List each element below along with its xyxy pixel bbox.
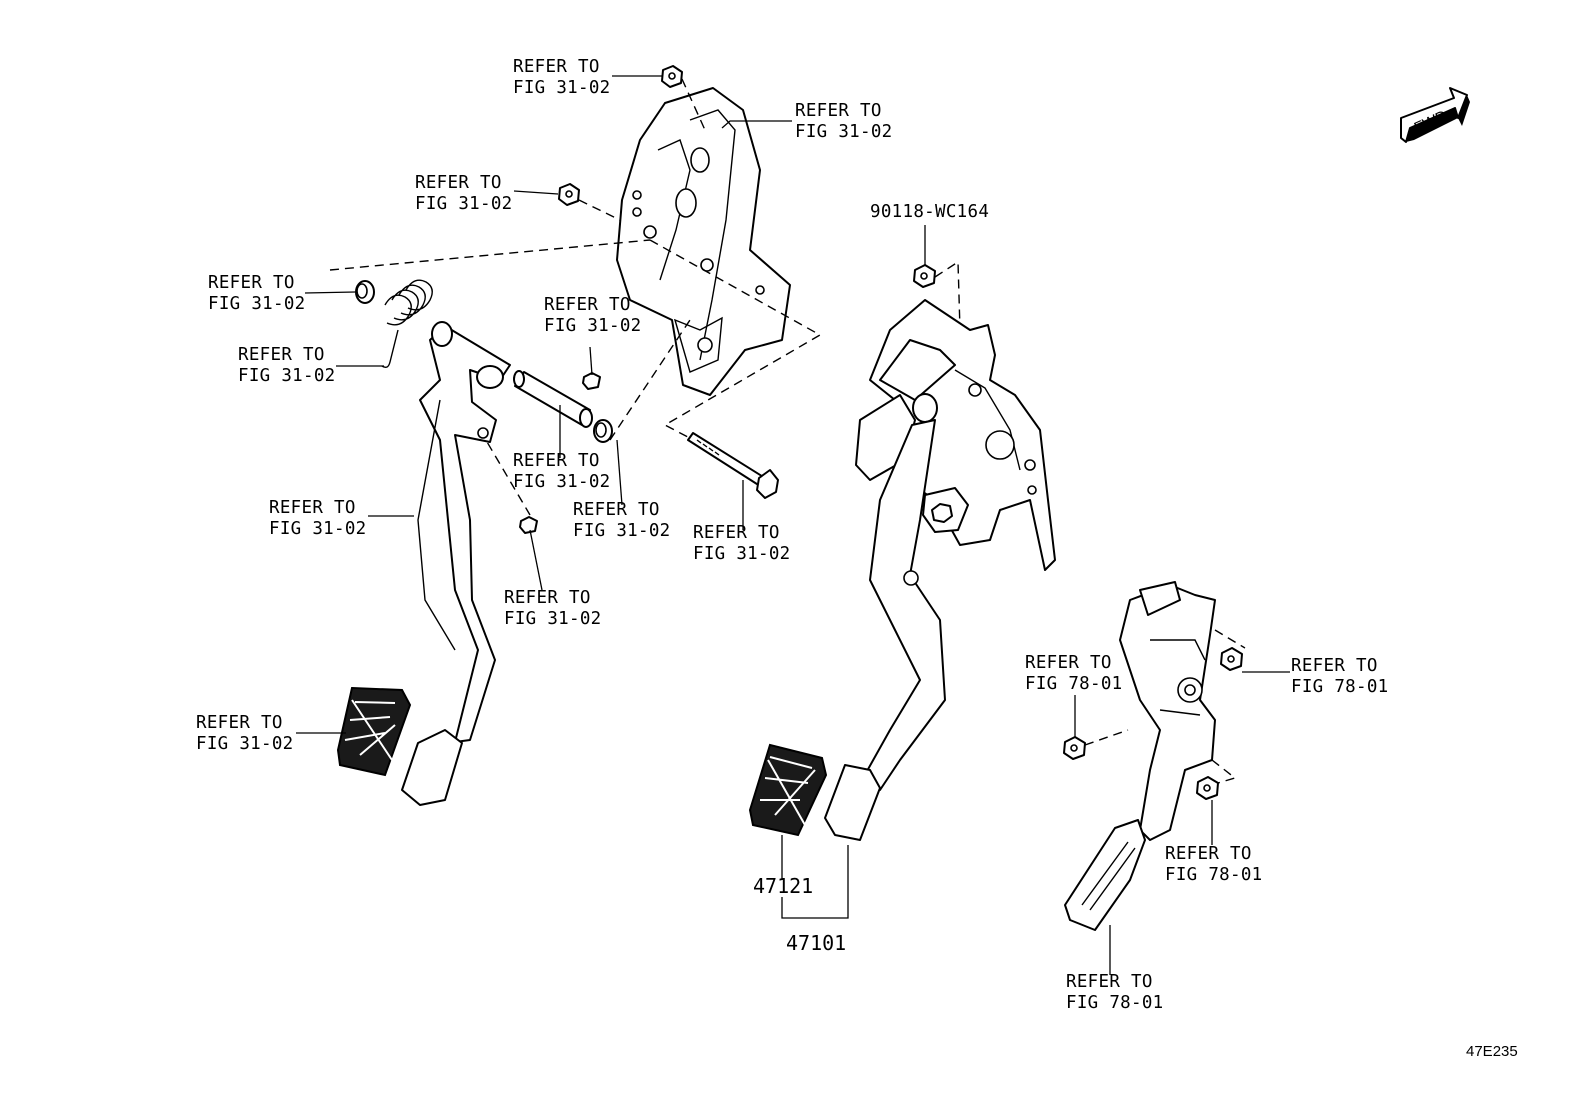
- callout-c10: REFER TO FIG 31-02: [693, 523, 791, 564]
- nut-icon: [1196, 776, 1219, 800]
- part-number-pad: 47121: [753, 874, 813, 898]
- callout-line1: REFER TO: [1291, 656, 1378, 676]
- pivot-pipe: [513, 370, 593, 428]
- callout-line2: FIG 31-02: [513, 78, 611, 98]
- callout-line1: REFER TO: [513, 451, 600, 471]
- callout-line1: REFER TO: [1066, 972, 1153, 992]
- brake-pedal-arm: [824, 419, 946, 841]
- part-number-nut: 90118-WC164: [870, 202, 989, 222]
- callout-line2: FIG 31-02: [269, 519, 367, 539]
- bushing-icon: [355, 280, 375, 304]
- callout-c1: REFER TO FIG 31-02: [513, 57, 611, 98]
- clutch-pedal-bracket: [616, 87, 791, 396]
- callout-c6: REFER TO FIG 31-02: [544, 295, 642, 336]
- callout-line1: REFER TO: [544, 295, 631, 315]
- callout-c17: REFER TO FIG 78-01: [1066, 972, 1164, 1013]
- callout-line2: FIG 31-02: [208, 294, 306, 314]
- callout-c7: REFER TO FIG 31-02: [513, 451, 611, 492]
- callout-line1: REFER TO: [693, 523, 780, 543]
- clip-icon: [519, 516, 538, 534]
- callout-line2: FIG 31-02: [573, 521, 671, 541]
- callout-line1: REFER TO: [1025, 653, 1112, 673]
- leader-lines: [296, 75, 1290, 975]
- callout-line1: REFER TO: [415, 173, 502, 193]
- callout-line2: FIG 31-02: [196, 734, 294, 754]
- part-number-assembly: 47101: [786, 931, 846, 955]
- callout-c14: REFER TO FIG 78-01: [1025, 653, 1123, 694]
- callout-line1: REFER TO: [504, 588, 591, 608]
- clip-icon: [582, 372, 601, 390]
- fwd-arrow-icon: FWD: [1400, 87, 1470, 143]
- callout-c5: REFER TO FIG 31-02: [238, 345, 336, 386]
- callout-c16: REFER TO FIG 78-01: [1165, 844, 1263, 885]
- figure-code: 47E235: [1466, 1043, 1518, 1060]
- callout-line1: REFER TO: [269, 498, 356, 518]
- nut-icon: [1063, 736, 1086, 760]
- clutch-pedal-arm: [401, 321, 511, 806]
- callout-line1: REFER TO: [795, 101, 882, 121]
- nut-icon: [661, 65, 683, 88]
- callout-c9: REFER TO FIG 31-02: [269, 498, 367, 539]
- callout-line2: FIG 78-01: [1025, 674, 1123, 694]
- callout-line1: REFER TO: [196, 713, 283, 733]
- callout-c4: REFER TO FIG 31-02: [208, 273, 306, 314]
- callout-line2: FIG 31-02: [238, 366, 336, 386]
- callout-line1: REFER TO: [513, 57, 600, 77]
- callout-line2: FIG 31-02: [693, 544, 791, 564]
- callout-line2: FIG 31-02: [544, 316, 642, 336]
- callout-c11: REFER TO FIG 31-02: [504, 588, 602, 629]
- callout-line1: REFER TO: [573, 500, 660, 520]
- callout-c8: REFER TO FIG 31-02: [573, 500, 671, 541]
- callout-line2: FIG 31-02: [415, 194, 513, 214]
- nut-icon: [558, 183, 580, 206]
- return-spring-icon: [381, 279, 433, 369]
- clutch-pedal-pad: [336, 686, 412, 777]
- nut-icon: [913, 264, 936, 288]
- callout-line2: FIG 31-02: [795, 122, 893, 142]
- callout-line2: FIG 31-02: [504, 609, 602, 629]
- callout-line1: REFER TO: [208, 273, 295, 293]
- callout-c2: REFER TO FIG 31-02: [795, 101, 893, 142]
- callout-line1: REFER TO: [238, 345, 325, 365]
- callout-line2: FIG 78-01: [1165, 865, 1263, 885]
- callout-line2: FIG 78-01: [1291, 677, 1389, 697]
- callout-c12: REFER TO FIG 31-02: [196, 713, 294, 754]
- collar-icon: [593, 419, 613, 443]
- nut-icon: [1220, 647, 1243, 671]
- callout-line2: FIG 31-02: [513, 472, 611, 492]
- callout-line2: FIG 78-01: [1066, 993, 1164, 1013]
- brake-pedal-pad: [748, 743, 828, 837]
- callout-c15: REFER TO FIG 78-01: [1291, 656, 1389, 697]
- accelerator-pedal-assembly: [1064, 581, 1216, 931]
- bolt-icon: [687, 432, 779, 499]
- callout-c3: REFER TO FIG 31-02: [415, 173, 513, 214]
- callout-line1: REFER TO: [1165, 844, 1252, 864]
